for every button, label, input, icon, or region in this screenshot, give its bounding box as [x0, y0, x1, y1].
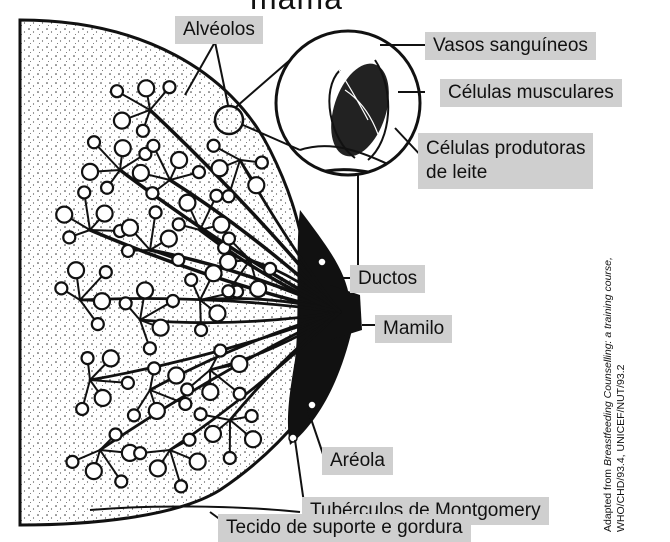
alveolus: [97, 206, 113, 222]
label-celulas-musculares: Células musculares: [440, 79, 622, 107]
credit-prefix: Adapted from: [602, 466, 614, 532]
alveolus: [256, 157, 268, 169]
alveolus: [181, 383, 193, 395]
alveolus: [183, 434, 195, 446]
alveolus: [55, 282, 67, 294]
alveolus: [167, 295, 179, 307]
alveolus: [101, 182, 113, 194]
alveolus: [223, 233, 235, 245]
label-vasos-sanguineos: Vasos sanguíneos: [425, 32, 596, 60]
alveolus: [148, 362, 160, 374]
label-tecido-suporte: Tecido de suporte e gordura: [218, 514, 471, 542]
alveolus: [78, 186, 90, 198]
alveolus: [133, 165, 149, 181]
alveolus: [110, 428, 122, 440]
montgomery-tubercle: [318, 258, 326, 266]
alveolus: [68, 262, 84, 278]
alveolus: [245, 431, 261, 447]
alveolus: [92, 318, 104, 330]
alveolus: [205, 426, 221, 442]
alveolus: [114, 113, 130, 129]
alveolus: [82, 352, 94, 364]
alveolus: [94, 293, 110, 309]
alveolus: [95, 390, 111, 406]
alveolus: [234, 388, 246, 400]
alveolus: [82, 164, 98, 180]
label-celulas-produtoras: Células produtoras de leite: [418, 133, 593, 189]
alveolus: [214, 345, 226, 357]
alveolus: [172, 254, 184, 266]
alveolus: [146, 187, 158, 199]
alveolus: [173, 218, 185, 230]
label-alveolos: Alvéolos: [175, 16, 263, 44]
alveolus: [153, 320, 169, 336]
credit-line2: WHO/CHD/93.4, UNICEF/NUT/93.2: [615, 257, 628, 532]
montgomery-tubercle: [308, 401, 316, 409]
alveolus: [134, 447, 146, 459]
alveolus: [190, 454, 206, 470]
alveolus: [248, 177, 264, 193]
alveolus: [179, 195, 195, 211]
alveolus: [115, 475, 127, 487]
label-celulas-produtoras-line2: de leite: [426, 161, 585, 185]
alveolus: [137, 282, 153, 298]
alveolus: [150, 206, 162, 218]
alveolus: [150, 460, 166, 476]
label-areola: Aréola: [322, 447, 393, 475]
alveolus: [210, 190, 222, 202]
page-title: mama: [250, 0, 343, 17]
alveolus: [246, 410, 258, 422]
source-credit: Adapted from Breastfeeding Counselling: …: [602, 257, 628, 532]
alveolus: [103, 350, 119, 366]
alveolus: [209, 305, 225, 321]
alveolus: [206, 265, 222, 281]
alveolus: [56, 207, 72, 223]
alveolus: [213, 217, 229, 233]
alveolus: [144, 342, 156, 354]
alveolus: [185, 274, 197, 286]
alveolus: [66, 456, 78, 468]
alveolus: [111, 85, 123, 97]
alveolus: [122, 245, 134, 257]
alveolus: [122, 377, 134, 389]
alveolus: [63, 231, 75, 243]
label-celulas-produtoras-line1: Células produtoras: [426, 137, 585, 161]
alveolus: [193, 166, 205, 178]
alveolus: [137, 125, 149, 137]
alveolus: [195, 324, 207, 336]
alveolus: [147, 140, 159, 152]
alveolus: [100, 266, 112, 278]
alveolus: [175, 480, 187, 492]
alveolus: [76, 403, 88, 415]
alveolus: [138, 80, 154, 96]
alveolus: [250, 281, 266, 297]
credit-source: Breastfeeding Counselling: a training co…: [602, 257, 614, 466]
alveolus: [163, 81, 175, 93]
alveolus: [202, 384, 218, 400]
alveolus: [128, 409, 140, 421]
alveolus: [86, 463, 102, 479]
alveolus: [88, 136, 100, 148]
alveolus: [168, 368, 184, 384]
alveolus: [115, 140, 131, 156]
label-mamilo: Mamilo: [375, 315, 452, 343]
alveolus: [212, 160, 228, 176]
alveolus: [220, 254, 236, 270]
alveolus: [231, 356, 247, 372]
alveolus: [179, 398, 191, 410]
label-ductos: Ductos: [350, 265, 425, 293]
alveolus: [161, 231, 177, 247]
alveolus: [120, 297, 132, 309]
alveolus: [171, 152, 187, 168]
alveolus: [208, 140, 220, 152]
alveolus: [222, 285, 234, 297]
alveolus: [223, 190, 235, 202]
alveolus: [195, 408, 207, 420]
alveolus: [122, 220, 138, 236]
alveolus: [264, 263, 276, 275]
alveolus: [149, 403, 165, 419]
alveolus: [224, 452, 236, 464]
